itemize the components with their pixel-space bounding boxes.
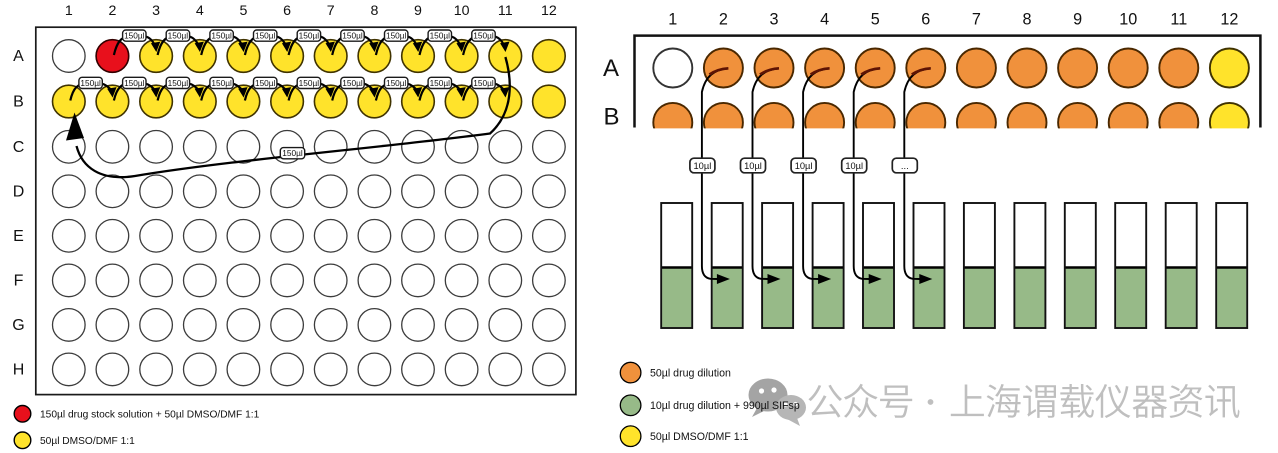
svg-text:50µl DMSO/DMF 1:1: 50µl DMSO/DMF 1:1: [650, 431, 749, 443]
svg-text:H: H: [13, 362, 25, 379]
svg-text:F: F: [14, 273, 24, 290]
svg-text:A: A: [13, 48, 24, 65]
svg-text:150µl: 150µl: [124, 78, 145, 88]
svg-text:10: 10: [454, 3, 470, 19]
svg-text:10µl: 10µl: [694, 161, 712, 171]
svg-text:150µl: 150µl: [168, 31, 189, 41]
svg-text:50µl DMSO/DMF 1:1: 50µl DMSO/DMF 1:1: [40, 436, 135, 447]
svg-text:5: 5: [239, 3, 247, 19]
svg-text:C: C: [13, 139, 25, 156]
svg-text:2: 2: [719, 10, 728, 28]
svg-text:3: 3: [152, 3, 160, 19]
svg-text:8: 8: [370, 3, 378, 19]
svg-text:150µl: 150µl: [473, 31, 494, 41]
svg-text:11: 11: [1170, 10, 1187, 28]
svg-text:7: 7: [972, 10, 981, 28]
svg-text:12: 12: [541, 3, 557, 19]
svg-text:5: 5: [871, 10, 880, 28]
svg-text:150µl: 150µl: [386, 31, 407, 41]
svg-text:9: 9: [1073, 10, 1082, 28]
svg-text:E: E: [13, 228, 24, 245]
svg-text:150µl: 150µl: [80, 78, 101, 88]
svg-text:8: 8: [1022, 10, 1031, 28]
svg-text:10: 10: [1119, 10, 1137, 28]
svg-text:1: 1: [668, 10, 677, 28]
svg-text:50µl drug dilution: 50µl drug dilution: [650, 367, 731, 379]
svg-text:B: B: [13, 94, 24, 111]
svg-text:D: D: [13, 184, 25, 201]
svg-text:11: 11: [498, 3, 513, 19]
svg-text:150µl: 150µl: [430, 31, 451, 41]
svg-text:3: 3: [769, 10, 778, 28]
svg-text:A: A: [603, 55, 619, 82]
svg-text:150µl: 150µl: [342, 31, 363, 41]
svg-text:12: 12: [1220, 10, 1238, 28]
svg-text:G: G: [12, 317, 24, 334]
svg-text:2: 2: [108, 3, 116, 19]
svg-text:4: 4: [196, 3, 204, 19]
svg-text:150µl: 150µl: [282, 148, 303, 158]
svg-text:150µl: 150µl: [255, 78, 276, 88]
svg-text:1: 1: [65, 3, 73, 19]
svg-text:150µl: 150µl: [211, 78, 232, 88]
svg-text:150µl: 150µl: [211, 31, 232, 41]
svg-text:10µl: 10µl: [795, 161, 813, 171]
svg-text:10µl drug dilution + 990µl SIF: 10µl drug dilution + 990µl SIFsp: [650, 400, 800, 412]
svg-text:150µl: 150µl: [473, 78, 494, 88]
svg-text:7: 7: [327, 3, 335, 19]
svg-text:150µl: 150µl: [430, 78, 451, 88]
svg-text:150µl: 150µl: [386, 78, 407, 88]
svg-text:150µl drug stock solution + 50: 150µl drug stock solution + 50µl DMSO/DM…: [40, 409, 260, 420]
svg-text:150µl: 150µl: [255, 31, 276, 41]
svg-text:10µl: 10µl: [845, 161, 863, 171]
svg-text:150µl: 150µl: [299, 31, 320, 41]
svg-text:150µl: 150µl: [168, 78, 189, 88]
svg-text:150µl: 150µl: [299, 78, 320, 88]
svg-text:B: B: [603, 103, 619, 130]
svg-text:9: 9: [414, 3, 422, 19]
svg-text:4: 4: [820, 10, 829, 28]
svg-text:6: 6: [921, 10, 930, 28]
svg-text:...: ...: [901, 161, 909, 171]
svg-text:150µl: 150µl: [124, 31, 145, 41]
svg-text:150µl: 150µl: [342, 78, 363, 88]
svg-text:6: 6: [283, 3, 291, 19]
svg-text:10µl: 10µl: [744, 161, 762, 171]
